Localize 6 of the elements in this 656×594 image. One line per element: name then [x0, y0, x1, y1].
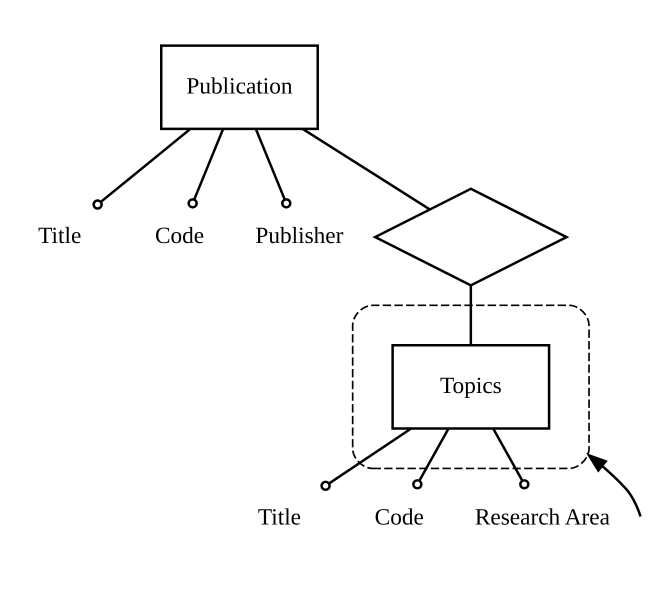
node-text: Publisher [255, 223, 344, 250]
node-text: Title [258, 504, 302, 531]
node-text: Code [374, 504, 424, 531]
node-text: Code [154, 223, 204, 250]
node-text: Research Area [474, 504, 610, 531]
node-text: Title [38, 223, 82, 250]
